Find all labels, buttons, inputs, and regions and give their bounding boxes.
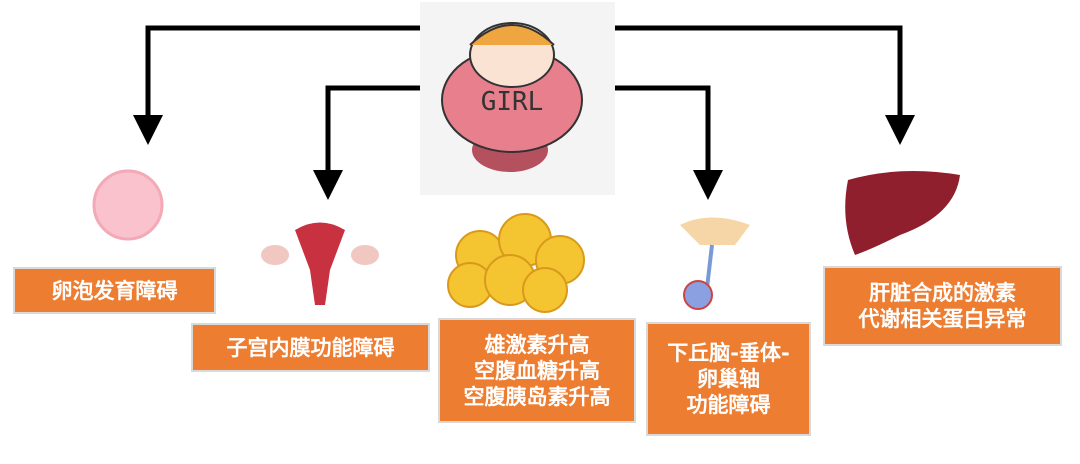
label-line: 下丘脑-垂体- (667, 341, 790, 365)
fat-cells-illustration (447, 213, 585, 313)
label-line: 肝脏合成的激素 (869, 281, 1016, 305)
label-line: 功能障碍 (686, 393, 771, 417)
uterus-illustration (261, 222, 379, 305)
girl-illustration: GIRL (420, 2, 615, 195)
label-follicle: 卵泡发育障碍 (13, 267, 216, 314)
label-text: 子宫内膜功能障碍 (226, 335, 395, 360)
label-line: 雄激素升高 (484, 332, 590, 357)
label-liver: 肝脏合成的激素 代谢相关蛋白异常 (823, 266, 1062, 346)
arrow-to-liver (615, 25, 915, 145)
label-metabolic: 雄激素升高 空腹血糖升高 空腹胰岛素升高 (438, 318, 636, 423)
follicle-illustration (92, 169, 164, 241)
hpo-axis-illustration (680, 217, 750, 310)
label-endometrium: 子宫内膜功能障碍 (191, 323, 430, 372)
arrow-to-hpo (615, 85, 723, 200)
liver-illustration (845, 171, 960, 255)
label-line: 空腹胰岛素升高 (463, 384, 611, 409)
label-line: 卵巢轴 (697, 367, 760, 391)
shirt-text: GIRL (481, 87, 544, 117)
label-hpo-axis: 下丘脑-垂体- 卵巢轴 功能障碍 (646, 322, 811, 436)
label-line: 代谢相关蛋白异常 (858, 307, 1027, 331)
arrow-to-uterus (313, 85, 420, 200)
arrow-to-follicle (133, 25, 420, 145)
label-text: 卵泡发育障碍 (51, 278, 178, 303)
label-line: 空腹血糖升高 (474, 358, 600, 383)
